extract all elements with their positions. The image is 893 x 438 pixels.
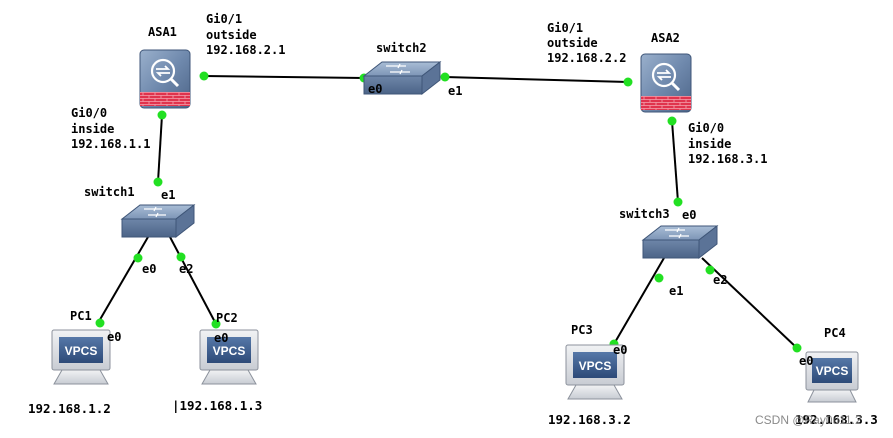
status-dot xyxy=(623,77,633,87)
switch2-name: switch2 xyxy=(376,41,427,55)
link-switch1-pc2[interactable] xyxy=(169,236,217,325)
status-dot xyxy=(211,319,221,329)
pc1-ip: 192.168.1.2 xyxy=(28,401,111,416)
status-dot xyxy=(673,197,683,207)
switch1[interactable] xyxy=(120,203,196,239)
pc1-name: PC1 xyxy=(70,309,92,323)
interface-port: Gi0/1 xyxy=(547,21,583,35)
port-label: e0 xyxy=(142,262,156,276)
status-dot xyxy=(153,177,163,187)
pc4[interactable]: VPCS xyxy=(805,351,859,403)
interface-port: Gi0/0 xyxy=(688,121,724,135)
pc3-ip: 192.168.3.2 xyxy=(548,412,631,427)
links xyxy=(97,75,798,349)
link-switch2-asa2[interactable] xyxy=(444,76,629,83)
link-switch3-pc4[interactable] xyxy=(701,257,798,349)
switch2[interactable] xyxy=(362,60,442,96)
pc2-name: PC2 xyxy=(216,311,238,325)
port-label: e0 xyxy=(368,82,382,96)
interface-ip: 192.168.3.1 xyxy=(688,152,767,166)
interface-port: Gi0/0 xyxy=(71,106,107,120)
status-dot xyxy=(792,343,802,353)
switch3[interactable] xyxy=(641,224,719,260)
port-label: e2 xyxy=(179,262,193,276)
interface-zone: inside xyxy=(688,137,731,151)
link-asa2-switch3[interactable] xyxy=(671,120,679,203)
status-dot xyxy=(654,273,664,283)
status-dot xyxy=(95,318,105,328)
switch1-name: switch1 xyxy=(84,185,135,199)
pc4-ip: 192.168.3.3 xyxy=(795,412,878,427)
interface-ip: 192.168.2.2 xyxy=(547,51,626,65)
port-label: e0 xyxy=(214,331,228,345)
watermark: CSDN @Ray0u11.2 xyxy=(755,413,862,427)
interface-ip: 192.168.2.1 xyxy=(206,43,285,57)
interface-ip: 192.168.1.1 xyxy=(71,137,150,151)
firewall-brick-band xyxy=(140,92,190,106)
port-labels: e0 e1 e1 e0 e2 e0 e1 e2 e0 e0 e0 e0 xyxy=(107,82,813,368)
pc-screen-label: VPCS xyxy=(65,344,98,358)
inspect-icon xyxy=(150,58,176,84)
pc3-name: PC3 xyxy=(571,323,593,337)
link-switch3-pc3[interactable] xyxy=(613,257,665,345)
pc-screen-label: VPCS xyxy=(816,364,849,378)
port-label: e1 xyxy=(669,284,683,298)
asa2-name: ASA2 xyxy=(651,31,680,45)
interface-zone: outside xyxy=(206,28,257,42)
pc2[interactable]: VPCS xyxy=(199,329,259,385)
port-label: e2 xyxy=(713,273,727,287)
asa1-name: ASA1 xyxy=(148,25,177,39)
inspect-icon xyxy=(651,62,677,88)
interface-zone: inside xyxy=(71,122,114,136)
link-switch1-pc1[interactable] xyxy=(97,236,149,324)
pc1[interactable]: VPCS xyxy=(51,329,111,385)
link-asa1-switch2[interactable] xyxy=(203,75,365,79)
pc4-name: PC4 xyxy=(824,326,846,340)
pc2-ip: |192.168.1.3 xyxy=(172,398,262,413)
status-dot xyxy=(440,72,450,82)
status-dot xyxy=(133,253,143,263)
firewall-brick-band xyxy=(641,96,691,110)
port-label: e1 xyxy=(161,188,175,202)
asa1-firewall[interactable] xyxy=(139,49,191,109)
port-label: e0 xyxy=(682,208,696,222)
port-label: e0 xyxy=(613,343,627,357)
switch3-name: switch3 xyxy=(619,207,670,221)
status-dot xyxy=(176,252,186,262)
asa2-outside-interface-label: Gi0/1 outside 192.168.2.2 xyxy=(547,21,626,65)
status-dot xyxy=(705,265,715,275)
interface-port: Gi0/1 xyxy=(206,12,242,26)
status-dot xyxy=(199,71,209,81)
asa2-firewall[interactable] xyxy=(640,53,692,113)
port-label: e0 xyxy=(107,330,121,344)
asa1-inside-interface-label: Gi0/0 inside 192.168.1.1 xyxy=(71,106,150,151)
pc3[interactable]: VPCS xyxy=(565,344,625,400)
asa1-outside-interface-label: Gi0/1 outside 192.168.2.1 xyxy=(206,12,285,57)
pc-screen-label: VPCS xyxy=(213,344,246,358)
port-label: e0 xyxy=(799,354,813,368)
pc-screen-label: VPCS xyxy=(579,359,612,373)
status-dot xyxy=(667,116,677,126)
asa2-inside-interface-label: Gi0/0 inside 192.168.3.1 xyxy=(688,121,767,166)
status-dot xyxy=(157,110,167,120)
interface-zone: outside xyxy=(547,36,598,50)
port-label: e1 xyxy=(448,84,462,98)
link-asa1-switch1[interactable] xyxy=(157,114,163,183)
